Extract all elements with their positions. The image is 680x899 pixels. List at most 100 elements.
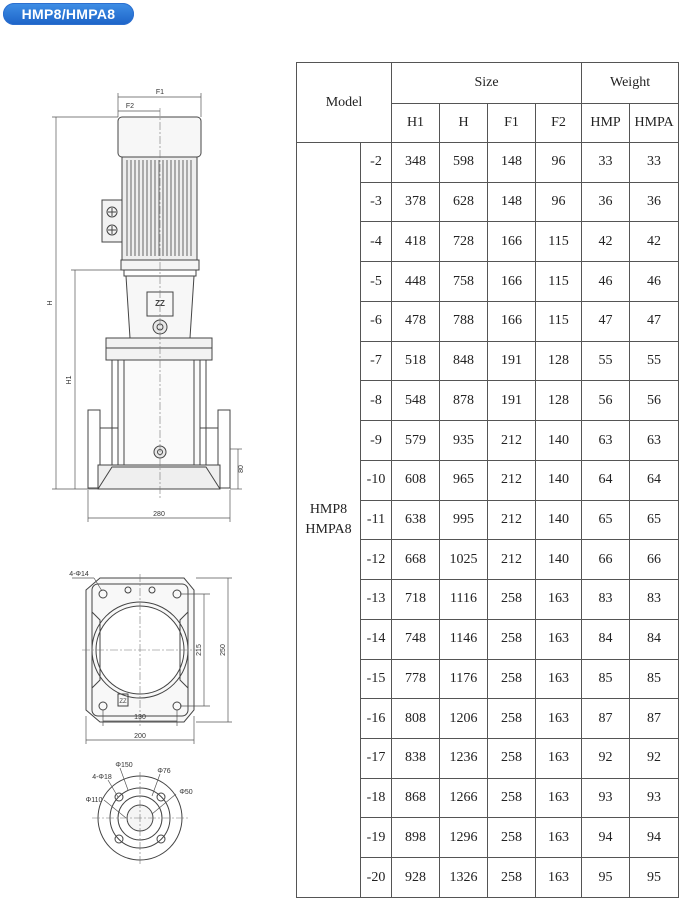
- cell-hmp: 36: [581, 181, 631, 223]
- manufacturer-logo: ZZ: [155, 299, 165, 308]
- cell-f2: 163: [534, 698, 583, 740]
- cell-hmpa: 85: [629, 658, 680, 700]
- cell-hmpa: 94: [629, 817, 680, 859]
- cell-hmpa: 95: [629, 857, 680, 898]
- dim-200-label: 200: [134, 733, 146, 740]
- cell-hmp: 64: [581, 459, 631, 501]
- cell-h1: 668: [391, 539, 440, 581]
- cell-hmp: 84: [581, 618, 631, 660]
- cell-f2: 163: [534, 658, 583, 700]
- cell-h: 1206: [439, 698, 488, 740]
- cell-hmp: 47: [581, 300, 631, 342]
- cell-hmp: 55: [581, 340, 631, 382]
- col-header-f2: F2: [534, 103, 583, 143]
- cell-h: 1326: [439, 857, 488, 898]
- dim-130-label: 130: [134, 714, 146, 721]
- cell-h1: 418: [391, 221, 440, 263]
- cell-hmpa: 65: [629, 499, 680, 541]
- cell-hmpa: 55: [629, 340, 680, 382]
- cell-f1: 258: [487, 658, 536, 700]
- cell-hmpa: 42: [629, 221, 680, 263]
- cell-f2: 163: [534, 618, 583, 660]
- cell-stage: -9: [360, 420, 392, 461]
- cell-f1: 212: [487, 499, 536, 541]
- dim-215-label: 215: [196, 644, 203, 656]
- cell-f2: 163: [534, 857, 583, 898]
- cell-h1: 548: [391, 380, 440, 422]
- cell-stage: -15: [360, 658, 392, 700]
- cell-hmpa: 84: [629, 618, 680, 660]
- cell-h: 788: [439, 300, 488, 342]
- cell-f1: 166: [487, 221, 536, 263]
- cell-f1: 148: [487, 181, 536, 223]
- cell-h1: 378: [391, 181, 440, 223]
- cell-f1: 258: [487, 579, 536, 620]
- cell-h: 758: [439, 261, 488, 302]
- cell-hmpa: 63: [629, 420, 680, 461]
- cell-h: 878: [439, 380, 488, 422]
- cell-f2: 128: [534, 380, 583, 422]
- cell-stage: -3: [360, 181, 392, 223]
- cell-hmp: 85: [581, 658, 631, 700]
- dim-f1-label: F1: [156, 89, 164, 96]
- dim-80-label: 80: [238, 465, 245, 473]
- cell-stage: -14: [360, 618, 392, 660]
- dim-4phi18-label: 4-Φ18: [92, 774, 112, 781]
- cell-hmp: 56: [581, 380, 631, 422]
- cell-stage: -10: [360, 459, 392, 501]
- model-name-line2: HMPA8: [305, 522, 352, 537]
- cell-hmpa: 56: [629, 380, 680, 422]
- cell-h1: 348: [391, 142, 440, 183]
- col-header-h: H: [439, 103, 488, 143]
- cell-stage: -17: [360, 738, 392, 779]
- cell-f1: 212: [487, 420, 536, 461]
- col-header-hmpa: HMPA: [629, 103, 680, 143]
- dim-h-label: H: [47, 300, 54, 305]
- cell-h: 728: [439, 221, 488, 263]
- cell-h: 598: [439, 142, 488, 183]
- dim-280-label: 280: [153, 511, 165, 518]
- cell-f2: 128: [534, 340, 583, 382]
- model-header: Model: [296, 62, 392, 143]
- cell-h1: 808: [391, 698, 440, 740]
- cell-hmp: 42: [581, 221, 631, 263]
- cell-hmpa: 47: [629, 300, 680, 342]
- dim-f2-label: F2: [126, 103, 134, 110]
- cell-f1: 258: [487, 698, 536, 740]
- dim-phi76-label: Φ76: [157, 768, 170, 775]
- dim-h1-label: H1: [66, 375, 73, 384]
- cell-hmp: 33: [581, 142, 631, 183]
- cell-stage: -5: [360, 261, 392, 302]
- cell-f1: 148: [487, 142, 536, 183]
- spec-table: Model Size Weight H1 H F1 F2 HMP HMPA HM…: [296, 62, 680, 898]
- size-header: Size: [390, 62, 583, 104]
- cell-stage: -8: [360, 380, 392, 422]
- cell-stage: -6: [360, 300, 392, 342]
- cell-hmp: 93: [581, 777, 631, 819]
- side-view-dimensions: [52, 93, 242, 522]
- flange-view: [92, 772, 188, 864]
- cell-h1: 778: [391, 658, 440, 700]
- cell-h: 1025: [439, 539, 488, 581]
- cell-f1: 258: [487, 777, 536, 819]
- cell-h1: 748: [391, 618, 440, 660]
- cell-hmp: 92: [581, 738, 631, 779]
- cell-f2: 163: [534, 579, 583, 620]
- cell-hmpa: 64: [629, 459, 680, 501]
- cell-stage: -13: [360, 579, 392, 620]
- cell-hmp: 95: [581, 857, 631, 898]
- cell-hmpa: 92: [629, 738, 680, 779]
- cell-h1: 868: [391, 777, 440, 819]
- cell-f2: 140: [534, 499, 583, 541]
- cell-f2: 163: [534, 777, 583, 819]
